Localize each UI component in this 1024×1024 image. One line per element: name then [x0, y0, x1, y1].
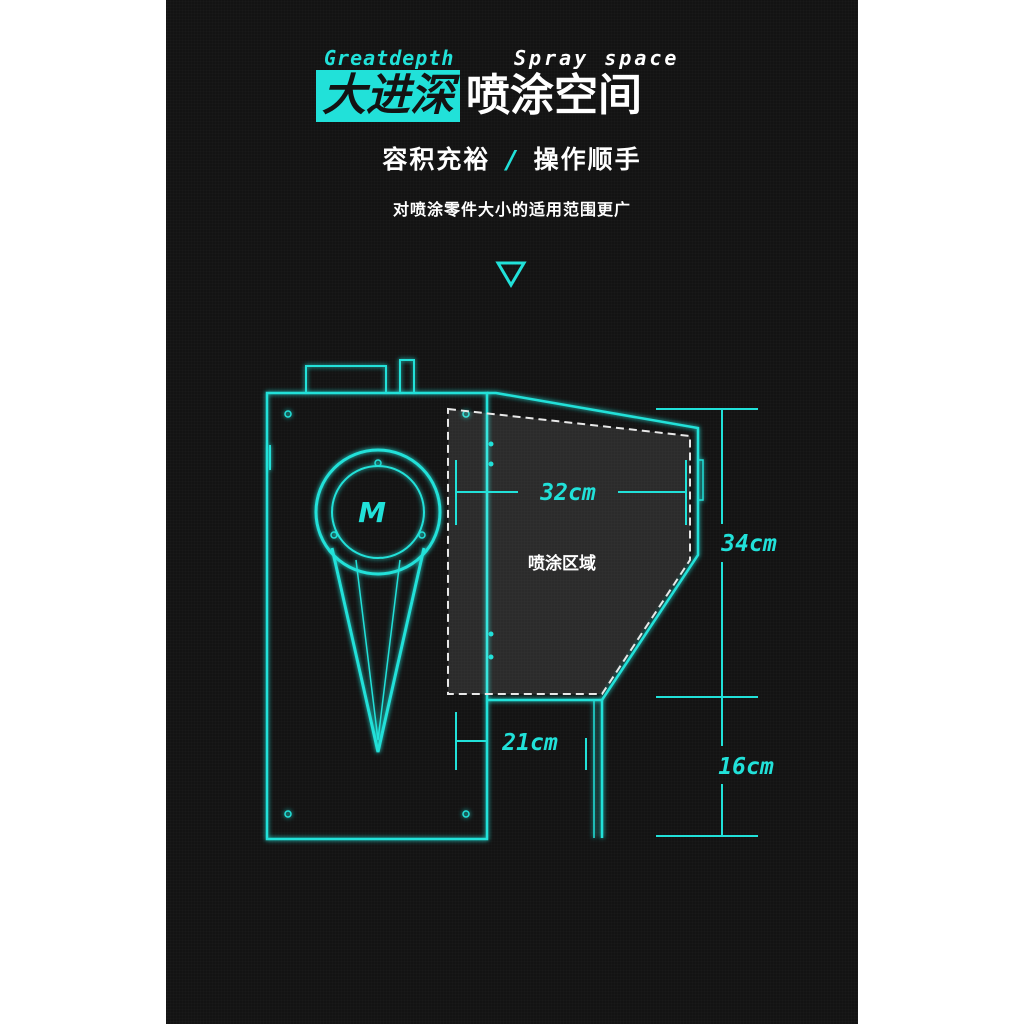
leg-height-label: 16cm	[718, 754, 774, 780]
down-arrow-icon	[495, 261, 527, 288]
screw-icon	[488, 441, 494, 447]
base-depth-label: 21cm	[501, 730, 558, 756]
product-poster: Greatdepth Spray space 大进深 喷涂空间 容积充裕 / 操作顺…	[166, 0, 858, 1024]
subtitle-left: 容积充裕	[382, 145, 491, 174]
main-title: 大进深 喷涂空间	[316, 70, 642, 122]
screw-icon	[462, 810, 470, 818]
screw-icon	[488, 654, 494, 660]
booth-body	[265, 391, 489, 841]
screw-icon	[284, 810, 292, 818]
screw-icon	[284, 410, 292, 418]
logo-emblem-icon	[314, 448, 442, 753]
fan-unit	[305, 365, 387, 394]
title-rest: 喷涂空间	[466, 70, 642, 121]
screw-icon	[488, 631, 494, 637]
top-connector	[399, 359, 415, 394]
title-highlight: 大进深	[316, 70, 460, 122]
subtitle: 容积充裕 / 操作顺手	[166, 140, 858, 176]
side-handle	[697, 459, 704, 501]
height-label: 34cm	[720, 531, 777, 557]
subtitle-separator: /	[506, 145, 518, 174]
english-title-left: Greatdepth	[324, 46, 455, 70]
spray-booth-diagram: 32cm 34cm 16cm 21cm 喷涂区域 M	[265, 261, 777, 841]
screw-icon	[488, 461, 494, 467]
logo-letter: M	[358, 496, 386, 529]
english-title-right: Spray space	[514, 46, 680, 70]
width-label: 32cm	[539, 480, 596, 506]
spray-zone	[447, 407, 691, 695]
description: 对喷涂零件大小的适用范围更广	[392, 200, 631, 219]
spray-zone-label: 喷涂区域	[528, 553, 596, 574]
subtitle-right: 操作顺手	[533, 145, 642, 174]
